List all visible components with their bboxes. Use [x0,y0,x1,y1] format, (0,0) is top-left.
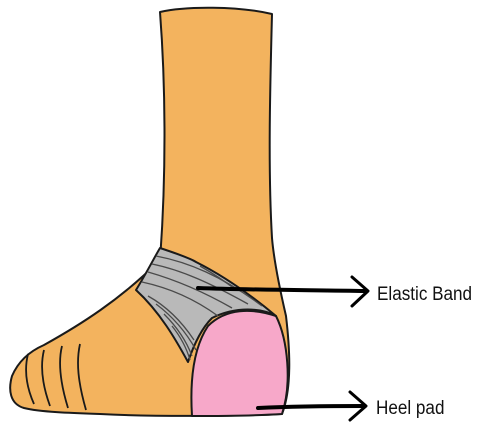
heel-pad-label: Heel pad [376,398,444,420]
elastic-band-label: Elastic Band [377,284,472,306]
